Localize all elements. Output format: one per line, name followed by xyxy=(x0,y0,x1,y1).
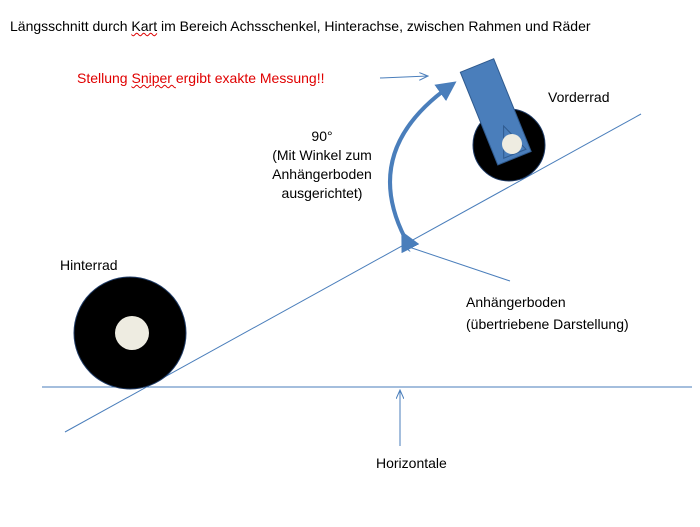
title-text-rest: im Bereich Achsschenkel, Hinterachse, zw… xyxy=(157,18,591,34)
title-kart: Kart xyxy=(131,18,158,34)
angle-note: (Mit Winkel zum xyxy=(272,147,372,163)
title-text: Längsschnitt durch xyxy=(10,18,132,34)
angle-note: ausgerichtet) xyxy=(281,185,363,201)
trailer-floor-label: Anhängerboden xyxy=(466,294,566,310)
diagram-title: Längsschnitt durch Kart im Bereich Achss… xyxy=(10,18,591,34)
angle-label: 90° (Mit Winkel zum Anhängerboden ausger… xyxy=(262,127,382,203)
sniper-label: Stellung Sniper ergibt exakte Messung!! xyxy=(77,70,324,86)
horizontal-label: Horizontale xyxy=(376,455,447,471)
front-wheel-hub xyxy=(502,134,522,154)
rear-wheel xyxy=(73,276,187,390)
sniper-text-rest: ergibt exakte Messung!! xyxy=(175,70,325,86)
sniper-word: Sniper xyxy=(131,70,176,86)
angle-arc-icon xyxy=(388,81,457,254)
sniper-arrow xyxy=(379,76,428,78)
rear-wheel-label: Hinterrad xyxy=(60,257,118,273)
angle-value: 90° xyxy=(311,128,333,144)
angle-note: Anhängerboden xyxy=(272,166,372,182)
sniper-text: Stellung xyxy=(77,70,132,86)
trailer-floor-arrow xyxy=(403,245,511,282)
trailer-floor-note: (übertriebene Darstellung) xyxy=(466,316,629,332)
front-wheel-label: Vorderrad xyxy=(548,89,610,105)
